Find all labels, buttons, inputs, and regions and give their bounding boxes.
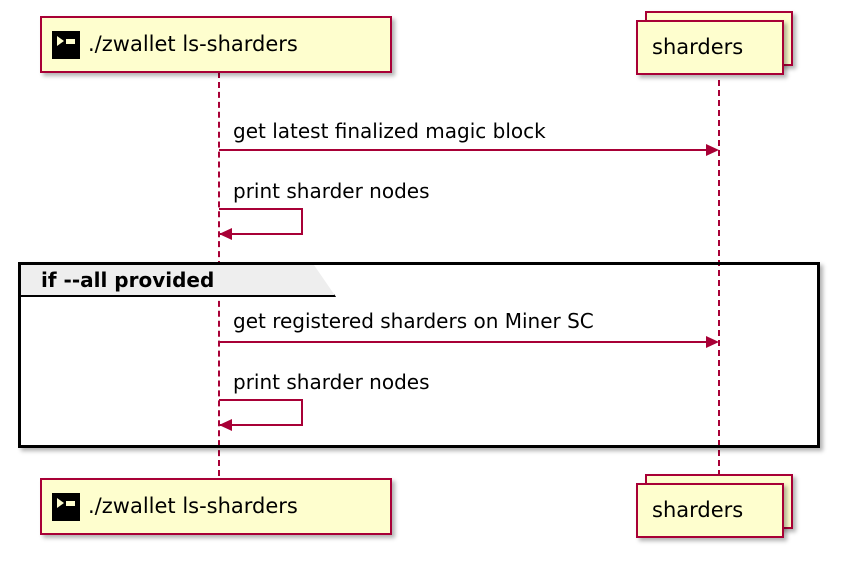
participant-zwallet-label-bottom: ./zwallet ls-sharders xyxy=(88,494,298,518)
message-selfloop-4 xyxy=(219,399,303,426)
group-tab-label: if --all provided xyxy=(41,268,215,292)
message-label-2: print sharder nodes xyxy=(233,179,430,203)
terminal-icon-bottom xyxy=(52,492,80,521)
participant-sharders-top[interactable]: sharders xyxy=(636,20,784,75)
participant-zwallet-bottom[interactable]: ./zwallet ls-sharders xyxy=(40,478,392,535)
participant-sharders-bottom[interactable]: sharders xyxy=(636,483,784,538)
participant-sharders-label-bottom: sharders xyxy=(652,498,744,522)
terminal-icon xyxy=(52,30,80,59)
message-arrowhead-2 xyxy=(219,228,232,240)
message-arrowhead-4 xyxy=(219,419,232,431)
participant-zwallet-label-top: ./zwallet ls-sharders xyxy=(88,32,298,56)
message-selfloop-2 xyxy=(219,208,303,235)
group-tab-alt: if --all provided xyxy=(21,265,336,297)
lifeline-sharders xyxy=(718,80,720,476)
group-frame-alt xyxy=(18,262,820,448)
participant-zwallet-top[interactable]: ./zwallet ls-sharders xyxy=(40,16,392,73)
message-line-1 xyxy=(219,149,712,151)
message-label-3: get registered sharders on Miner SC xyxy=(233,309,594,333)
message-label-4: print sharder nodes xyxy=(233,370,430,394)
participant-sharders-label-top: sharders xyxy=(652,35,744,59)
message-arrowhead-1 xyxy=(706,144,719,156)
message-label-1: get latest finalized magic block xyxy=(233,119,546,143)
message-line-3 xyxy=(219,341,712,343)
message-arrowhead-3 xyxy=(706,336,719,348)
